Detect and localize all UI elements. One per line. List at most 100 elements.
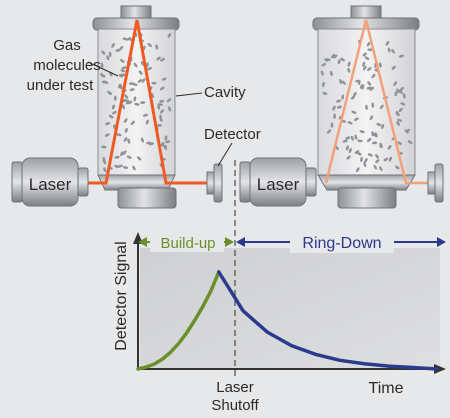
gas-molecule: [333, 54, 338, 59]
gas-molecule: [156, 124, 162, 127]
gas-molecule: [379, 142, 383, 148]
cavity-leader-line: [175, 92, 203, 97]
gas-molecule: [132, 165, 136, 171]
gas-molecule: [336, 99, 342, 103]
gas-molecule: [350, 135, 354, 141]
ringdown-arrow-right: [437, 237, 446, 247]
gas-molecule: [114, 155, 120, 159]
gas-molecule: [322, 81, 325, 88]
gas-molecule: [136, 156, 142, 161]
gas-molecule: [160, 57, 165, 62]
gas-molecule: [122, 98, 128, 103]
laser-label-left: Laser: [29, 175, 72, 194]
gas-molecule: [391, 48, 395, 54]
fading-beam-path: [324, 19, 430, 185]
gas-molecule: [367, 153, 373, 157]
ringdown-arrow-left: [236, 237, 245, 247]
buildup-arrow-right: [225, 237, 234, 247]
gas-molecule: [129, 88, 135, 91]
gas-molecule: [159, 99, 165, 103]
gas-molecule: [100, 72, 104, 78]
gas-molecule: [407, 140, 413, 144]
gas-molecule: [340, 57, 345, 62]
gas-molecule: [341, 94, 345, 100]
gas-molecule: [321, 63, 327, 67]
gas-molecule: [123, 118, 128, 123]
gas-molecule: [346, 155, 351, 160]
buildup-label: Build-up: [160, 235, 215, 252]
gas-molecule: [397, 118, 403, 122]
gas-molecule: [388, 156, 392, 162]
detector-label: Detector: [204, 126, 261, 143]
ringdown-label: Ring-Down: [302, 235, 381, 252]
cavity-label: Cavity: [204, 84, 246, 101]
gas-label-line3: under test: [27, 77, 95, 94]
gas-label-line2: molecules: [33, 57, 101, 74]
gas-molecule: [102, 156, 106, 163]
gas-molecule: [120, 69, 126, 73]
gas-molecule: [107, 90, 112, 95]
gas-molecule: [157, 103, 163, 106]
gas-label-line1: Gas: [53, 37, 81, 54]
ringdown-curve: [217, 270, 439, 371]
gas-molecule: [402, 93, 406, 99]
gas-molecule: [118, 74, 124, 78]
gas-molecule: [103, 80, 109, 85]
gas-molecule: [115, 49, 121, 52]
gas-molecule: [120, 151, 124, 157]
gas-molecule: [369, 86, 375, 91]
gas-molecule: [391, 65, 396, 70]
signal-chart: Build-up Ring-Down Detector Signal Laser…: [113, 160, 446, 414]
gas-molecule: [393, 81, 397, 86]
gas-molecule: [151, 81, 157, 85]
gas-molecule: [116, 133, 122, 137]
gas-molecule: [121, 66, 127, 70]
gas-molecule: [157, 104, 161, 110]
gas-molecule: [360, 156, 363, 162]
x-axis-arrow: [434, 364, 446, 374]
gas-molecule: [130, 120, 135, 125]
buildup-arrow-left: [138, 237, 147, 247]
gas-molecule: [347, 67, 351, 73]
gas-molecule: [105, 122, 111, 126]
gas-molecule: [357, 139, 363, 143]
gas-molecule: [365, 104, 368, 110]
gas-molecule: [146, 141, 152, 145]
gas-molecule: [367, 67, 372, 71]
gas-molecule: [162, 144, 168, 148]
gas-molecule: [367, 137, 372, 143]
gas-molecule: [333, 113, 336, 119]
plot-area: [140, 248, 440, 368]
gas-molecule: [347, 121, 353, 125]
laser-label-right: Laser: [257, 175, 300, 194]
gas-molecule: [103, 167, 107, 173]
gas-molecule: [165, 140, 171, 144]
gas-molecule: [362, 61, 366, 67]
left-laser: Laser: [11, 157, 89, 207]
gas-molecule: [353, 91, 357, 97]
gas-molecule: [357, 79, 361, 85]
gas-molecule: [379, 104, 384, 110]
gas-molecule: [133, 62, 138, 68]
gas-molecule: [141, 78, 146, 83]
gas-molecule: [134, 102, 140, 106]
gas-molecule: [124, 94, 129, 99]
gas-molecule: [122, 150, 127, 155]
gas-molecule: [327, 129, 332, 134]
right-laser: Laser: [239, 157, 317, 207]
gas-molecule: [127, 100, 133, 105]
right-cavity: [312, 5, 430, 209]
gas-molecule: [142, 113, 149, 117]
gas-molecule: [364, 56, 370, 60]
gas-molecule: [145, 119, 149, 125]
gas-molecule: [160, 141, 165, 147]
left-cavity: [86, 5, 211, 209]
gas-molecule: [381, 123, 385, 130]
gas-molecules: [320, 39, 413, 173]
gas-molecule: [336, 105, 342, 109]
gas-molecule: [404, 129, 409, 134]
gas-molecule: [345, 145, 349, 151]
gas-molecule: [359, 84, 364, 89]
gas-molecule: [332, 105, 336, 111]
shutoff-label-line1: Laser: [216, 379, 254, 396]
